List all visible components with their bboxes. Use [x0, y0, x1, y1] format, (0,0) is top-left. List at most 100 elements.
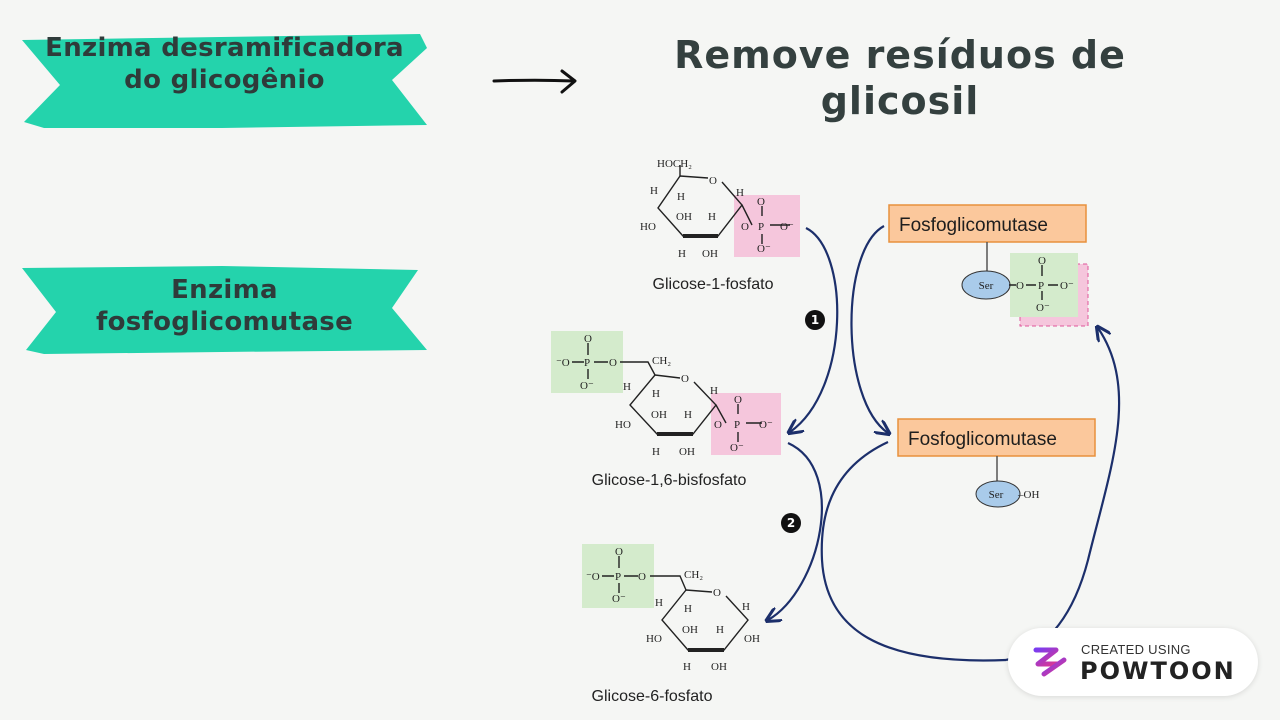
atom-label: O: [609, 357, 617, 369]
atom-label: H: [684, 603, 692, 615]
atom-label: O: [1016, 280, 1024, 292]
atom-label: H: [710, 385, 718, 397]
enzyme-label-box: [888, 204, 1087, 243]
molecule-glucose-1-6-bisphosphate: ⁻O P O O⁻ O CH₂ O H H H OH H HO H OH O P…: [551, 331, 781, 489]
phosphate-highlight-pink: [711, 393, 781, 455]
atom-label: ⁻O: [556, 357, 570, 369]
headline-line2: glicosil: [820, 79, 980, 123]
atom-label: P: [615, 571, 621, 583]
ribbon-banner-phosphoglucomutase: Enzima fosfoglicomutase: [22, 264, 427, 356]
atom-label: H: [652, 388, 660, 400]
atom-label: O⁻: [759, 419, 773, 431]
atom-label: O: [741, 221, 749, 233]
phosphate-highlight-green: [1010, 253, 1078, 317]
enzyme-label: Fosfoglicomutase: [908, 429, 1057, 450]
enzyme-label-box: [897, 418, 1096, 457]
ribbon-label-line1: Enzima: [171, 275, 278, 305]
atom-label: OH: [679, 446, 695, 458]
atom-label: O: [681, 373, 689, 385]
headline-line1: Remove resíduos de: [674, 33, 1126, 77]
atom-label: H: [742, 601, 750, 613]
atom-label: O⁻: [730, 442, 744, 454]
atom-label: O⁻: [1036, 302, 1050, 314]
arrow-enzyme-p-to-enzyme: [850, 225, 888, 433]
atom-label: HO: [640, 221, 656, 233]
atom-label: O: [615, 546, 623, 558]
molecule-caption: Glicose-6-fosfato: [592, 688, 713, 705]
atom-label: OH: [682, 624, 698, 636]
atom-label: O: [584, 333, 592, 345]
enzyme-phosphorylated: Fosfoglicomutase Ser O P O O⁻ O⁻: [888, 204, 1089, 327]
right-arrow-icon: [492, 69, 577, 94]
atom-label: P: [1038, 280, 1044, 292]
atom-label: O⁻: [757, 243, 771, 255]
atom-label: H: [677, 191, 685, 203]
badge-brand-text: POWTOON: [1080, 657, 1236, 685]
ribbon-shape: [22, 34, 427, 128]
powtoon-badge[interactable]: CREATED USING POWTOON: [1008, 628, 1258, 696]
atom-label: HO: [646, 633, 662, 645]
step-1-marker: 1: [805, 310, 825, 330]
atom-label: O: [734, 394, 742, 406]
atom-label: Ser: [989, 489, 1004, 501]
arrow-g1p-to-g16bp: [790, 227, 839, 432]
atom-label: HO: [615, 419, 631, 431]
atom-label: P: [758, 221, 764, 233]
svg-text:2: 2: [787, 516, 795, 530]
atom-label: O⁻: [780, 221, 794, 233]
atom-label: CH₂: [684, 569, 703, 581]
svg-text:1: 1: [811, 313, 819, 327]
molecule-caption: Glicose-1-fosfato: [653, 276, 774, 293]
atom-label: H: [655, 597, 663, 609]
atom-label: H: [652, 446, 660, 458]
headline: Remove resíduos de glicosil: [640, 32, 1160, 124]
atom-label: OH: [651, 409, 667, 421]
atom-label: CH₂: [652, 355, 671, 367]
atom-label: H: [716, 624, 724, 636]
atom-label: OH: [744, 633, 760, 645]
enzyme-dephosphorylated: Fosfoglicomutase Ser –OH: [897, 418, 1096, 508]
powtoon-logo-icon: [1033, 647, 1067, 677]
atom-label: O: [714, 419, 722, 431]
atom-label: –OH: [1017, 489, 1039, 501]
atom-label: P: [734, 419, 740, 431]
atom-label: Ser: [979, 280, 994, 292]
phosphate-highlight-green: [582, 544, 654, 608]
atom-label: O: [713, 587, 721, 599]
ribbon-shape: [22, 266, 427, 354]
enzyme-label: Fosfoglicomutase: [899, 215, 1048, 236]
arrow-enzyme-to-return: [820, 441, 1007, 662]
phosphate-highlight-green: [551, 331, 623, 393]
atom-label: O: [1038, 255, 1046, 267]
atom-label: O: [709, 175, 717, 187]
phosphate-highlight-pink: [734, 195, 800, 257]
badge-small-text: CREATED USING: [1081, 642, 1191, 657]
atom-label: H: [684, 409, 692, 421]
atom-label: O⁻: [612, 593, 626, 605]
atom-label: OH: [711, 661, 727, 673]
atom-label: H: [736, 187, 744, 199]
ribbon-label-line2: fosfoglicomutase: [95, 307, 354, 337]
atom-label: OH: [702, 248, 718, 260]
atom-label: H: [650, 185, 658, 197]
molecule-glucose-6-phosphate: ⁻O P O O⁻ O CH₂ O H H H OH H HO OH H OH …: [582, 544, 760, 705]
step-2-marker: 2: [781, 513, 801, 533]
atom-label: P: [584, 357, 590, 369]
atom-label: H: [708, 211, 716, 223]
atom-label: ⁻O: [586, 571, 600, 583]
molecule-glucose-1-phosphate: HOCH₂ O H H H OH H HO H OH O P O O⁻ O⁻ G…: [640, 158, 800, 293]
atom-label: H: [623, 381, 631, 393]
molecule-caption: Glicose-1,6-bisfosfato: [592, 472, 747, 489]
atom-label: O⁻: [580, 380, 594, 392]
atom-label: H: [678, 248, 686, 260]
arrow-g16bp-to-g6p: [768, 441, 823, 620]
ribbon-label-line2: do glicogênio: [124, 65, 325, 95]
atom-label: HOCH₂: [657, 158, 692, 170]
ribbon-label-line1: Enzima desramificadora: [45, 33, 404, 63]
atom-label: O: [757, 196, 765, 208]
atom-label: OH: [676, 211, 692, 223]
atom-label: O: [638, 571, 646, 583]
ribbon-banner-debranching: Enzima desramificadora do glicogênio: [22, 30, 427, 130]
atom-label: O⁻: [1060, 280, 1074, 292]
